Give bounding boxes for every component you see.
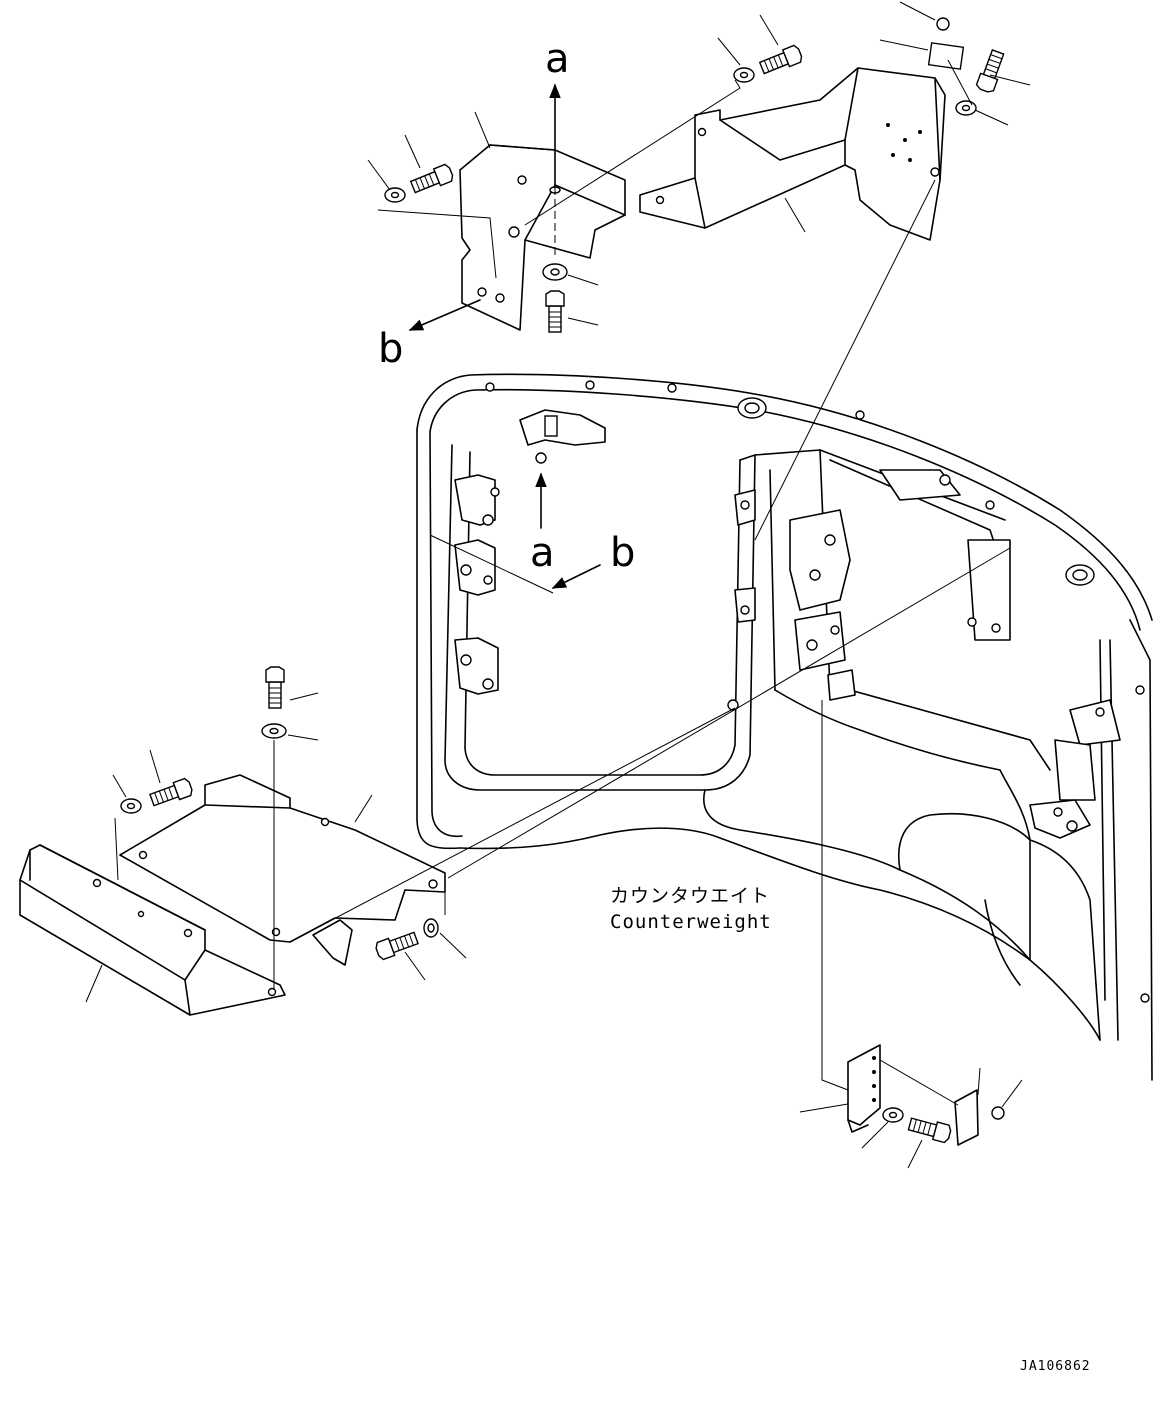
view-arrows-frame: [429, 472, 601, 594]
counterweight-label-jp: カウンタウエイト: [610, 885, 770, 907]
frame-mounted-brackets: [454, 409, 1121, 839]
view-label-b-frame: b: [610, 530, 635, 576]
lower-right-leader-lines: [799, 700, 1023, 1169]
view-label-a-top: a: [545, 36, 570, 82]
view-label-a-frame: a: [530, 530, 555, 576]
lower-right-small-bracket: [847, 1044, 1005, 1146]
counterweight-label-en: Counterweight: [610, 911, 772, 933]
lower-left-angle-cover: [19, 844, 286, 1016]
upper-right-bracket: [639, 67, 946, 241]
lower-left-cover-plate: [119, 774, 446, 966]
upper-left-bracket: [459, 144, 626, 331]
view-arrows-top: [408, 83, 561, 331]
top-fasteners: [384, 17, 1008, 333]
lower-left-fasteners: [120, 666, 439, 962]
view-label-b-top: b: [378, 326, 403, 372]
lower-left-leader-lines: [85, 547, 1011, 1003]
drawing-code: JA106862: [1020, 1359, 1091, 1374]
top-leader-lines: [367, 1, 1031, 541]
